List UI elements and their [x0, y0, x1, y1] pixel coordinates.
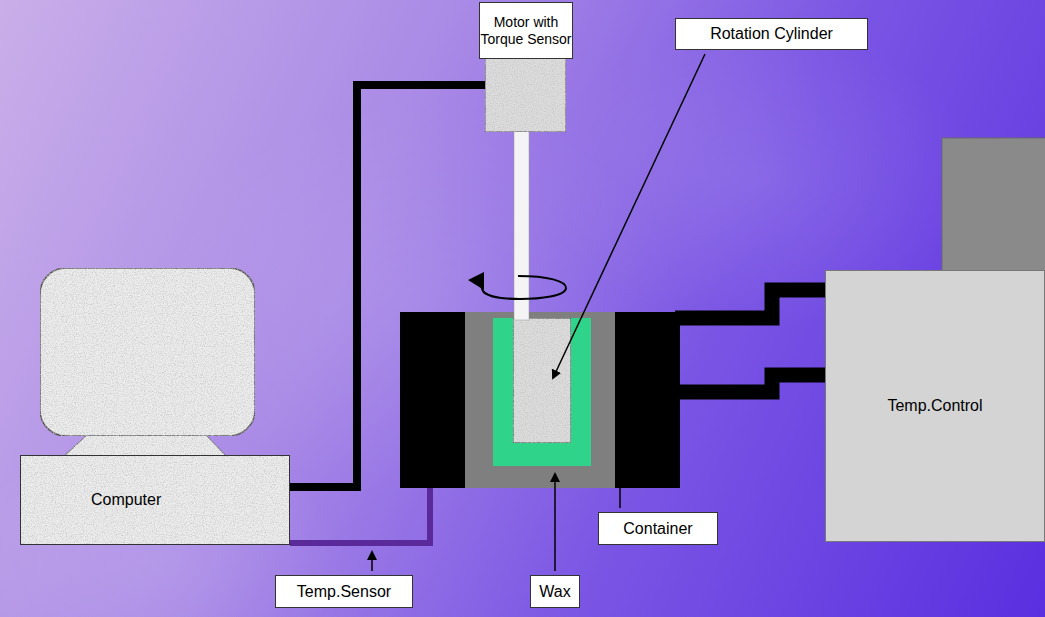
- monitor: [40, 268, 255, 436]
- callout-label: Rotation Cylinder: [675, 18, 868, 50]
- rotation-cylinder: [513, 318, 571, 443]
- node-label: Temp.Sensor: [297, 582, 391, 601]
- callout-label: Motor with Torque Sensor: [479, 2, 573, 59]
- callout-label: Temp.Sensor: [275, 575, 413, 608]
- leader-arrow: [554, 474, 556, 571]
- shaft: [514, 130, 529, 320]
- control-unit-top: [942, 138, 1045, 272]
- node-label: Temp.Control: [887, 396, 982, 415]
- node-label: Motor with Torque Sensor: [480, 14, 572, 48]
- rotation-arrow: [482, 276, 566, 299]
- coolant-pipe: [675, 290, 830, 318]
- computer-box: Computer: [20, 455, 290, 545]
- container-jacket: [400, 312, 680, 488]
- computer-case: [20, 455, 290, 545]
- node-label: Container: [623, 519, 692, 538]
- node-label: Rotation Cylinder: [710, 24, 833, 43]
- callout-label: Wax: [530, 575, 580, 608]
- leader-arrow: [553, 54, 705, 378]
- container: [465, 312, 615, 488]
- wax: [493, 318, 591, 466]
- node-label: Wax: [539, 582, 570, 601]
- coolant-pipe: [675, 375, 830, 392]
- leader-arrow: [619, 474, 621, 508]
- rotation-arrowhead: [468, 272, 484, 290]
- node-label: Computer: [91, 490, 161, 509]
- motor: [485, 52, 566, 132]
- callout-label: Container: [598, 512, 718, 545]
- leader-arrow: [371, 552, 373, 571]
- control-unit: Temp.Control: [825, 270, 1045, 542]
